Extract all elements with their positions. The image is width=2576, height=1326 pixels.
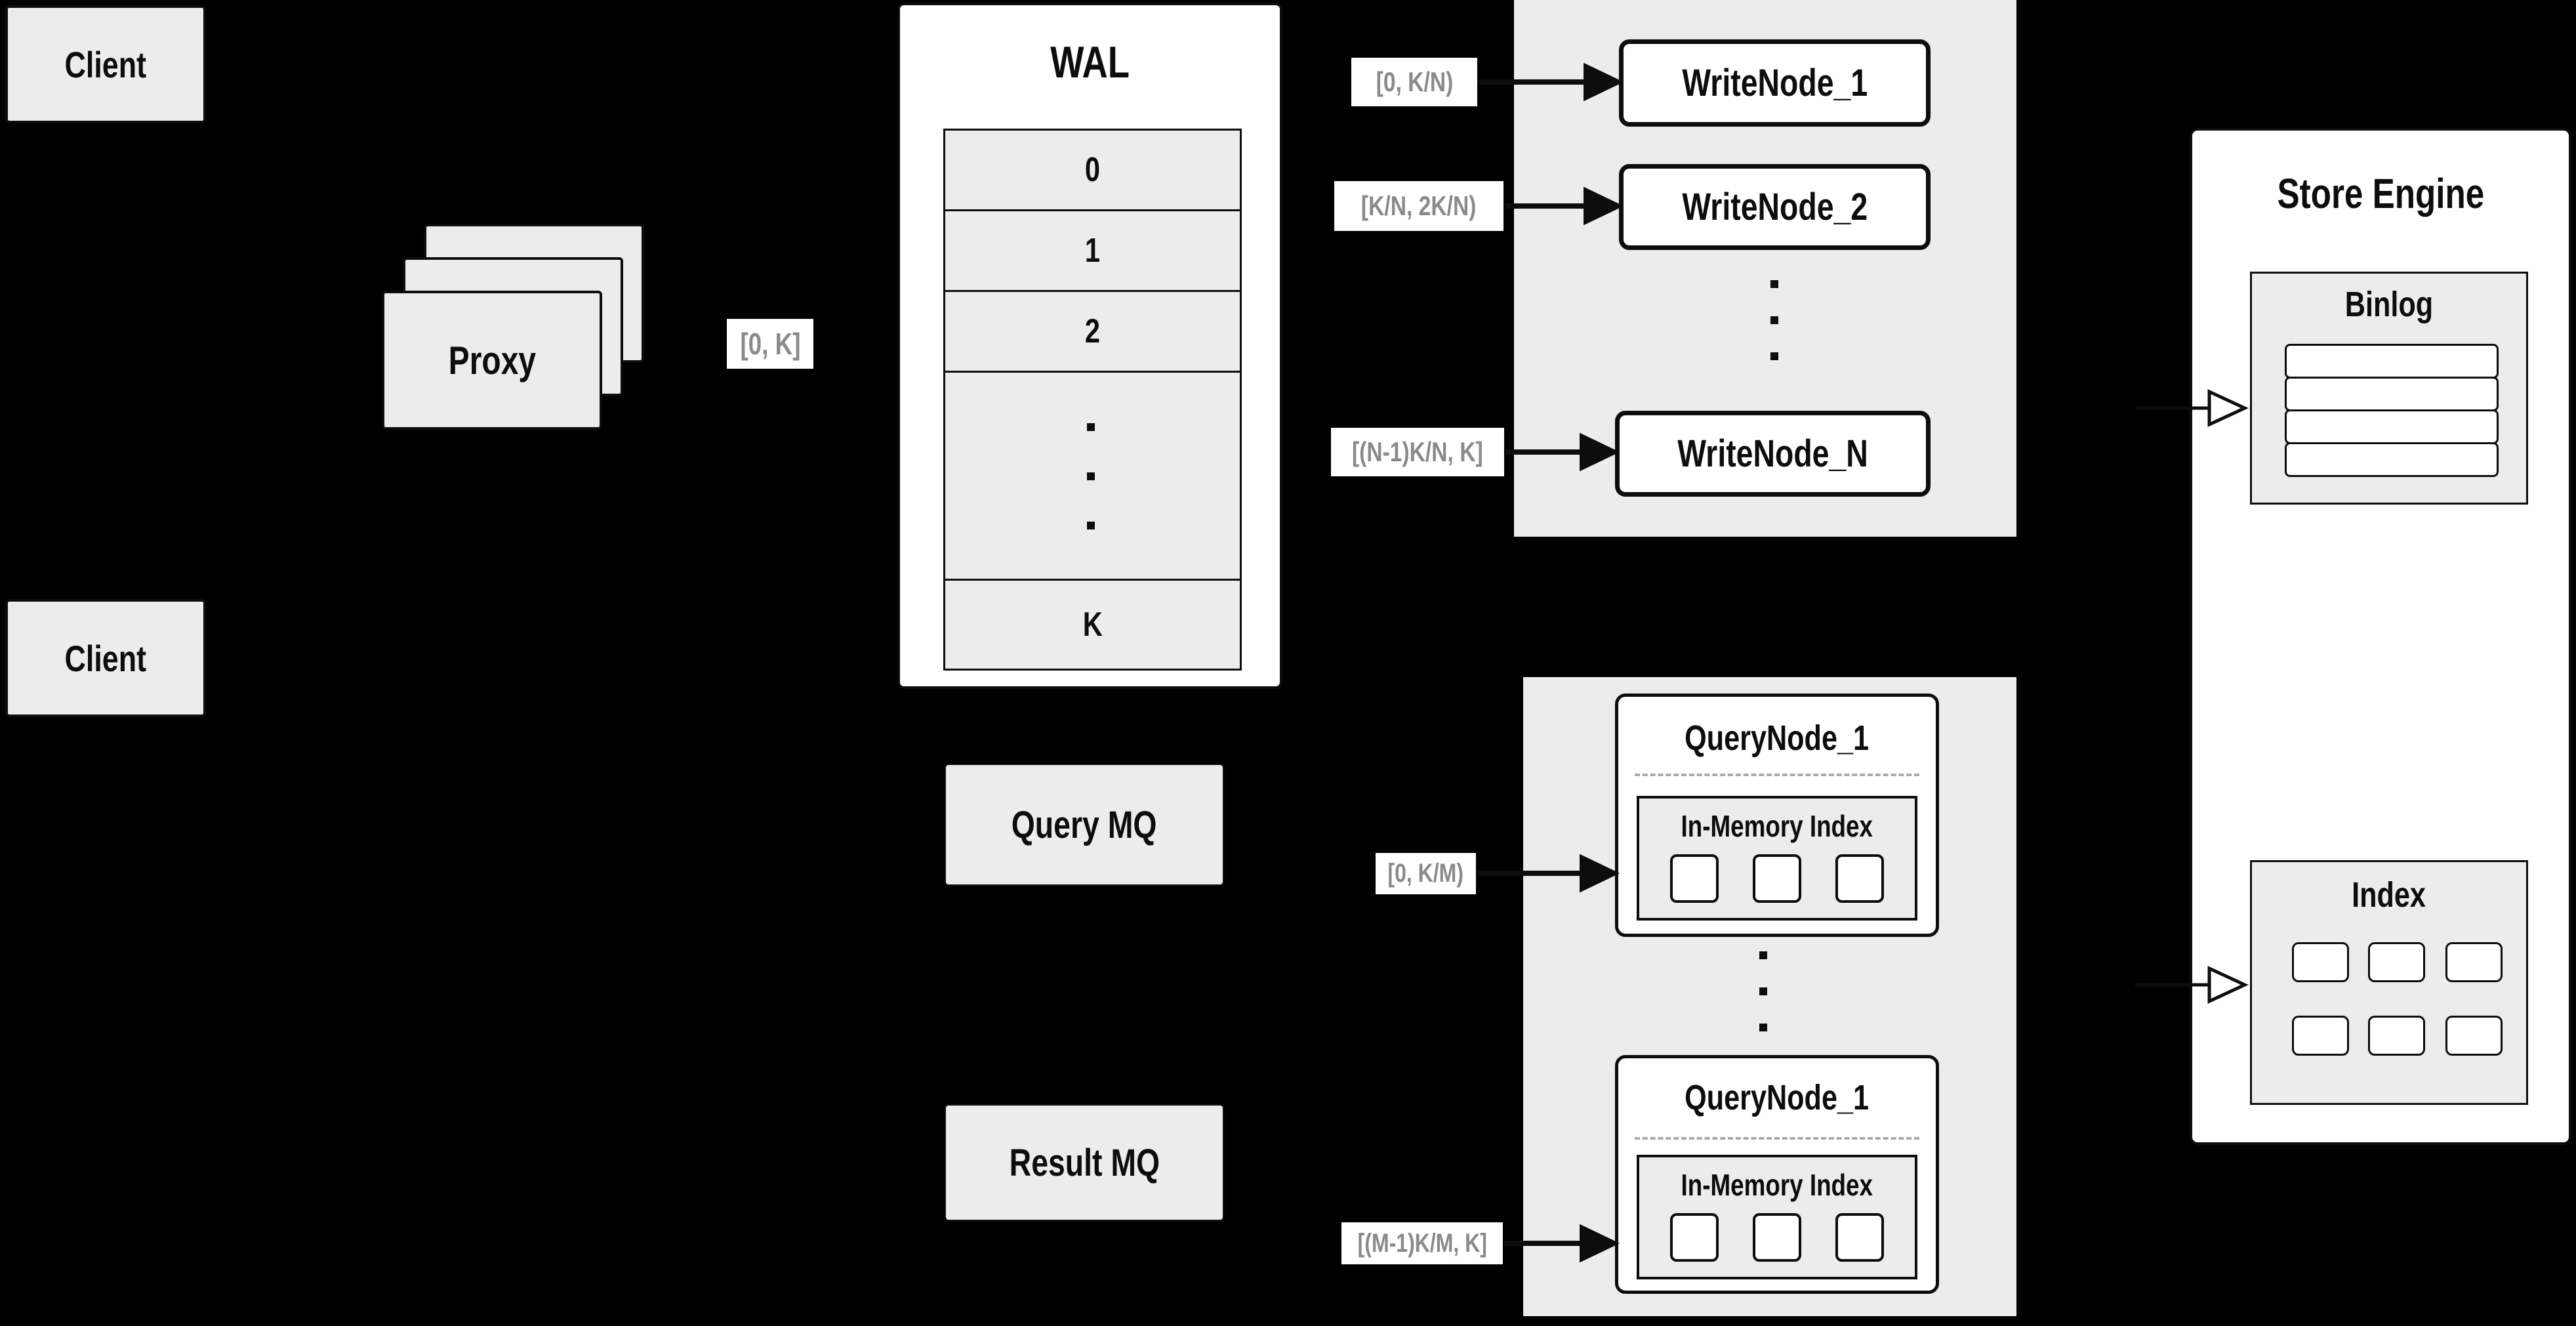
wal-segment-1: 1	[943, 209, 1242, 292]
client-top-label: Client	[64, 43, 147, 85]
wal-segment-1-text: 1	[1084, 232, 1101, 270]
binlog-row	[2285, 344, 2499, 379]
memory-segment-cell	[1835, 1213, 1884, 1262]
binlog-row	[2285, 409, 2499, 444]
index-title-text: Index	[2352, 875, 2426, 915]
memory-segment-cell	[1835, 854, 1884, 903]
writenode-1-box: WriteNode_1	[1619, 39, 1931, 127]
index-title: Index	[2250, 871, 2528, 919]
index-cell	[2368, 942, 2425, 982]
memory-segment-cell	[1670, 854, 1719, 903]
in-memory-index-title-1-text: In-Memory Index	[1681, 809, 1873, 843]
client-bottom-label: Client	[64, 637, 147, 679]
writenode-2-box: WriteNode_2	[1619, 164, 1931, 250]
range-label-querynode-m: [(M-1)K/M, K]	[1341, 1222, 1503, 1264]
wal-ellipsis-dot	[1087, 522, 1095, 529]
wal-ellipsis-dot	[1087, 472, 1095, 480]
writenode-ellipsis-dot	[1770, 316, 1778, 324]
store-engine-title-text: Store Engine	[2277, 170, 2484, 217]
range-label-proxy-output-text: [0, K]	[740, 327, 800, 361]
writenode-n-label: WriteNode_N	[1677, 432, 1868, 475]
writenode-1-label: WriteNode_1	[1682, 62, 1868, 104]
writenode-2-label: WriteNode_2	[1682, 186, 1868, 228]
proxy-label: Proxy	[448, 338, 536, 383]
querynode-1-title-text: QueryNode_1	[1685, 718, 1870, 758]
range-label-writenode-2: [K/N, 2K/N)	[1334, 181, 1503, 231]
wal-segment-2: 2	[943, 290, 1242, 373]
query-mq-box: Query MQ	[945, 764, 1224, 886]
querynode-ellipsis-dot	[1759, 987, 1767, 995]
querynode-1-separator	[1635, 774, 1919, 776]
proxy-box: Proxy	[382, 291, 602, 430]
querynode-m-separator	[1635, 1137, 1919, 1140]
index-cell	[2292, 1016, 2349, 1056]
wal-segment-2-text: 2	[1084, 312, 1101, 350]
wal-title: WAL	[897, 26, 1282, 98]
memory-segment-cell	[1753, 1213, 1801, 1262]
in-memory-index-title-1: In-Memory Index	[1637, 806, 1917, 846]
querynode-ellipsis-dot	[1759, 1024, 1767, 1031]
in-memory-index-title-2-text: In-Memory Index	[1681, 1168, 1873, 1202]
writenode-n-box: WriteNode_N	[1615, 411, 1931, 497]
memory-segment-cell	[1753, 854, 1801, 903]
binlog-title: Binlog	[2250, 281, 2528, 328]
index-cell	[2445, 942, 2503, 982]
range-label-querynode-1: [0, K/M)	[1376, 853, 1476, 894]
querynode-m-title: QueryNode_1	[1615, 1071, 1939, 1124]
querynode-1-title: QueryNode_1	[1615, 712, 1939, 764]
binlog-row	[2285, 442, 2499, 477]
wal-segment-k: K	[943, 579, 1242, 671]
store-engine-title: Store Engine	[2190, 161, 2571, 226]
binlog-row	[2285, 377, 2499, 411]
range-label-writenode-2-text: [K/N, 2K/N)	[1361, 190, 1477, 221]
query-mq-label: Query MQ	[1012, 803, 1157, 846]
wal-segment-k-text: K	[1082, 606, 1103, 644]
wal-ellipsis-dot	[1087, 423, 1095, 431]
result-mq-label: Result MQ	[1009, 1141, 1160, 1184]
querynode-ellipsis-dot	[1759, 951, 1767, 959]
range-label-writenode-n: [(N-1)K/N, K]	[1331, 428, 1504, 476]
index-cell	[2445, 1016, 2503, 1056]
wal-title-text: WAL	[1050, 37, 1130, 87]
writenode-ellipsis-dot	[1770, 280, 1778, 288]
range-label-writenode-1-text: [0, K/N)	[1376, 66, 1453, 97]
wal-segment-0: 0	[943, 129, 1242, 211]
index-box	[2250, 860, 2528, 1105]
client-box-top: Client	[5, 5, 206, 123]
wal-segment-0-text: 0	[1084, 151, 1101, 189]
index-cell	[2292, 942, 2349, 982]
range-label-writenode-n-text: [(N-1)K/N, K]	[1352, 436, 1483, 467]
range-label-querynode-1-text: [0, K/M)	[1387, 859, 1464, 888]
range-label-querynode-m-text: [(M-1)K/M, K]	[1357, 1228, 1487, 1258]
memory-segment-cell	[1670, 1213, 1719, 1262]
client-box-bottom: Client	[5, 599, 206, 717]
querynode-m-title-text: QueryNode_1	[1685, 1078, 1870, 1117]
result-mq-box: Result MQ	[945, 1104, 1224, 1221]
writenode-ellipsis-dot	[1770, 352, 1778, 360]
range-label-writenode-1: [0, K/N)	[1351, 58, 1477, 106]
index-cell	[2368, 1016, 2425, 1056]
in-memory-index-title-2: In-Memory Index	[1637, 1165, 1917, 1205]
range-label-proxy-output: [0, K]	[727, 319, 813, 369]
binlog-title-text: Binlog	[2344, 285, 2434, 324]
